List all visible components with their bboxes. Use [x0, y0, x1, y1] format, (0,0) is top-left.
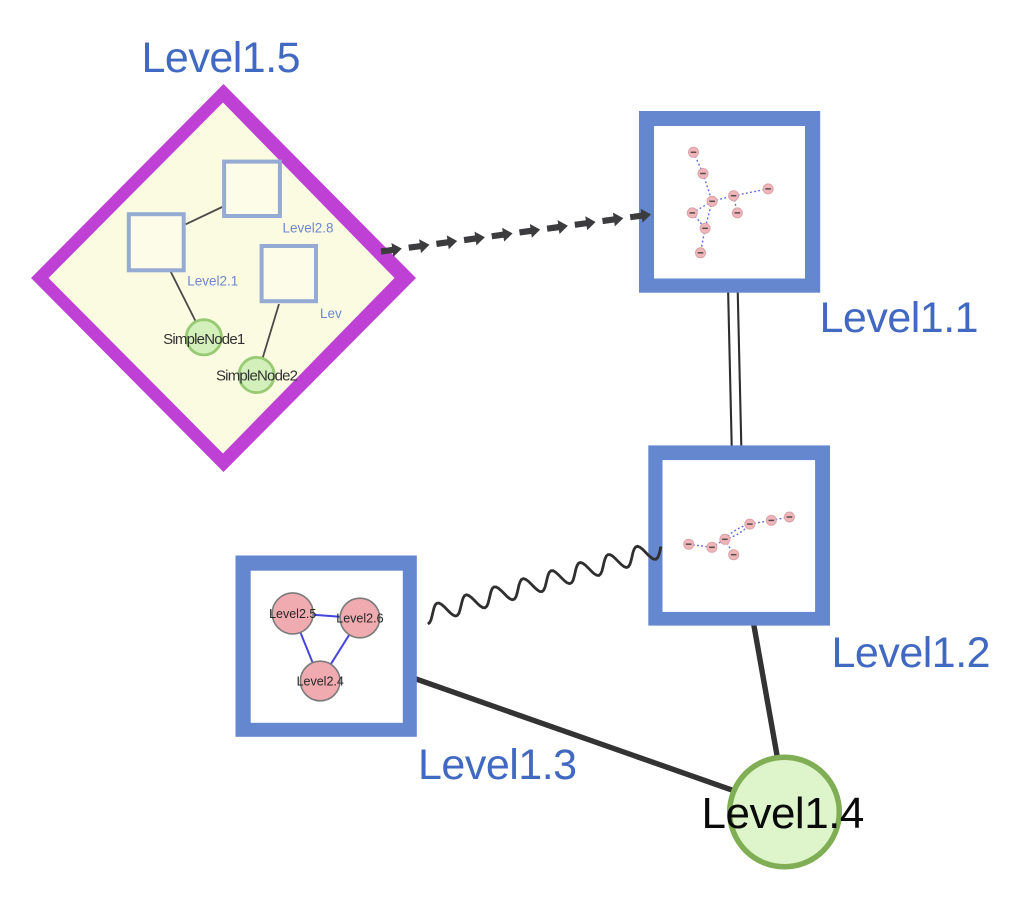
svg-text:Level2.5: Level2.5	[269, 607, 316, 621]
svg-text:Lev: Lev	[320, 306, 342, 321]
svg-text:Level2.6: Level2.6	[336, 612, 383, 626]
svg-text:Level1.2: Level1.2	[832, 629, 991, 677]
svg-text:Level2.4: Level2.4	[297, 675, 344, 689]
svg-text:Level1.3: Level1.3	[418, 741, 577, 789]
svg-text:Level1.1: Level1.1	[820, 294, 979, 342]
svg-text:Level1.4: Level1.4	[702, 789, 864, 838]
svg-text:SimpleNode1: SimpleNode1	[163, 331, 245, 348]
svg-text:Level2.8: Level2.8	[283, 221, 334, 236]
svg-text:Level2.1: Level2.1	[187, 274, 238, 289]
svg-text:Level1.5: Level1.5	[142, 34, 301, 82]
svg-text:SimpleNode2: SimpleNode2	[216, 367, 298, 384]
